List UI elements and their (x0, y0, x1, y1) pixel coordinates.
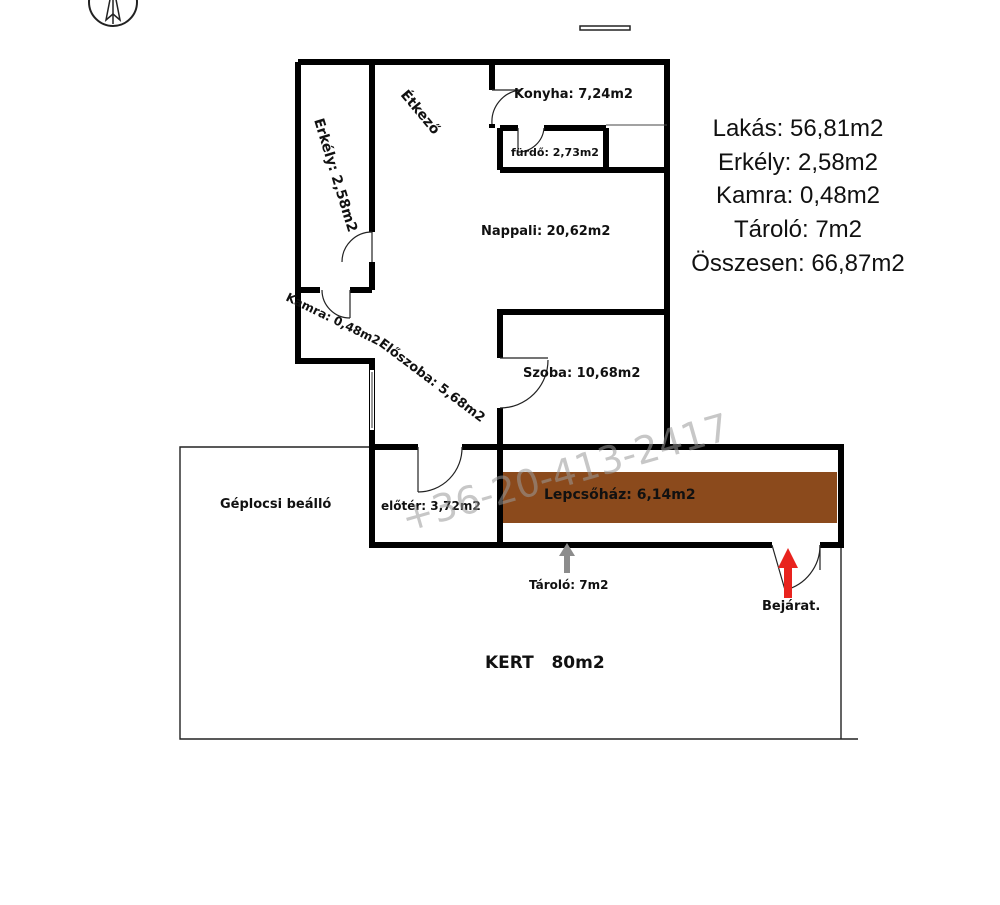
label-kert: KERT 80m2 (485, 653, 605, 673)
garden-outline (179, 446, 858, 740)
summary-lakas: Lakás: 56,81m2 (713, 115, 884, 142)
room-label-nappali: Nappali: 20,62m2 (481, 224, 610, 239)
summary-kamra: Kamra: 0,48m2 (716, 182, 880, 209)
room-label-erkely: Erkély: 2,58m2 (310, 116, 360, 234)
room-label-lepcsohaz: Lepcsőház: 6,14m2 (544, 487, 696, 503)
room-label-eloszoba: Előszoba: 5,68m2 (376, 336, 488, 426)
storage-arrow-icon (559, 543, 575, 573)
room-label-furdo: fürdő: 2,73m2 (511, 146, 599, 159)
room-label-eloter: előtér: 3,72m2 (381, 499, 481, 513)
label-geplocsi: Géplocsi beálló (220, 497, 331, 512)
room-label-szoba: Szoba: 10,68m2 (523, 366, 640, 381)
entrance-arrow-icon (778, 548, 798, 598)
summary-erkely: Erkély: 2,58m2 (718, 149, 878, 176)
stairwell-fill (503, 472, 837, 523)
area-summary: Lakás: 56,81m2 Erkély: 2,58m2 Kamra: 0,4… (691, 115, 904, 277)
room-label-konyha: Konyha: 7,24m2 (514, 87, 633, 102)
north-arrow-icon (88, 0, 138, 27)
summary-osszesen: Összesen: 66,87m2 (691, 250, 904, 277)
summary-tarolo: Tároló: 7m2 (734, 216, 862, 243)
scale-bar (579, 25, 631, 31)
label-bejarat: Bejárat. (762, 599, 820, 614)
room-label-etkezo: Étkező (397, 87, 444, 138)
label-tarolo: Tároló: 7m2 (529, 578, 608, 592)
